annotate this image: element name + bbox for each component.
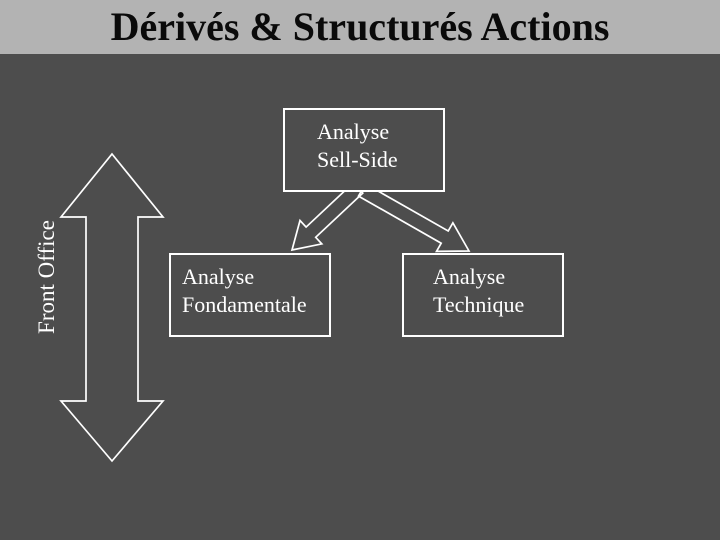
box-analyse-fondamentale-line1: Analyse	[182, 264, 255, 289]
arrow-sellside-to-technique	[357, 182, 471, 253]
front-office-double-arrow-shape	[59, 152, 165, 463]
front-office-label: Front Office	[34, 220, 59, 334]
box-analyse-fondamentale: Analyse Fondamentale	[169, 253, 331, 337]
box-analyse-technique: Analyse Technique	[402, 253, 564, 337]
box-analyse-technique-line1: Analyse	[433, 264, 506, 289]
box-analyse-sell-side-line2: Sell-Side	[317, 147, 398, 172]
box-analyse-technique-line2: Technique	[433, 292, 525, 317]
box-analyse-fondamentale-line2: Fondamentale	[182, 292, 307, 317]
slide-title-bar: Dérivés & Structurés Actions	[0, 0, 720, 54]
box-analyse-sell-side-line1: Analyse	[317, 119, 390, 144]
slide-title: Dérivés & Structurés Actions	[110, 4, 610, 49]
arrow-sellside-to-fondamentale	[290, 181, 365, 252]
box-analyse-sell-side: Analyse Sell-Side	[283, 108, 445, 192]
